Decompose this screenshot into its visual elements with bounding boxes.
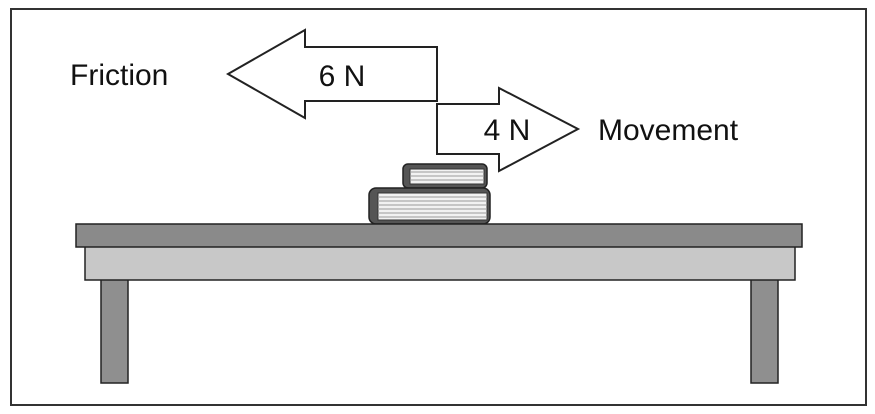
friction-arrow: 6 N bbox=[225, 28, 438, 120]
book-stack bbox=[368, 163, 491, 225]
movement-arrow: 4 N bbox=[436, 86, 581, 173]
right-arrow-icon bbox=[436, 86, 581, 173]
movement-force-value: 4 N bbox=[484, 114, 531, 147]
table-right-leg bbox=[750, 278, 779, 384]
friction-force-value: 6 N bbox=[319, 60, 366, 93]
top-book bbox=[402, 163, 488, 189]
table bbox=[75, 223, 803, 384]
table-left-leg bbox=[100, 278, 129, 384]
movement-label: Movement bbox=[598, 114, 739, 147]
table-apron bbox=[84, 245, 796, 281]
bottom-book bbox=[368, 187, 491, 225]
left-arrow-icon bbox=[225, 28, 438, 120]
friction-label: Friction bbox=[70, 59, 168, 92]
table-top bbox=[75, 223, 803, 248]
